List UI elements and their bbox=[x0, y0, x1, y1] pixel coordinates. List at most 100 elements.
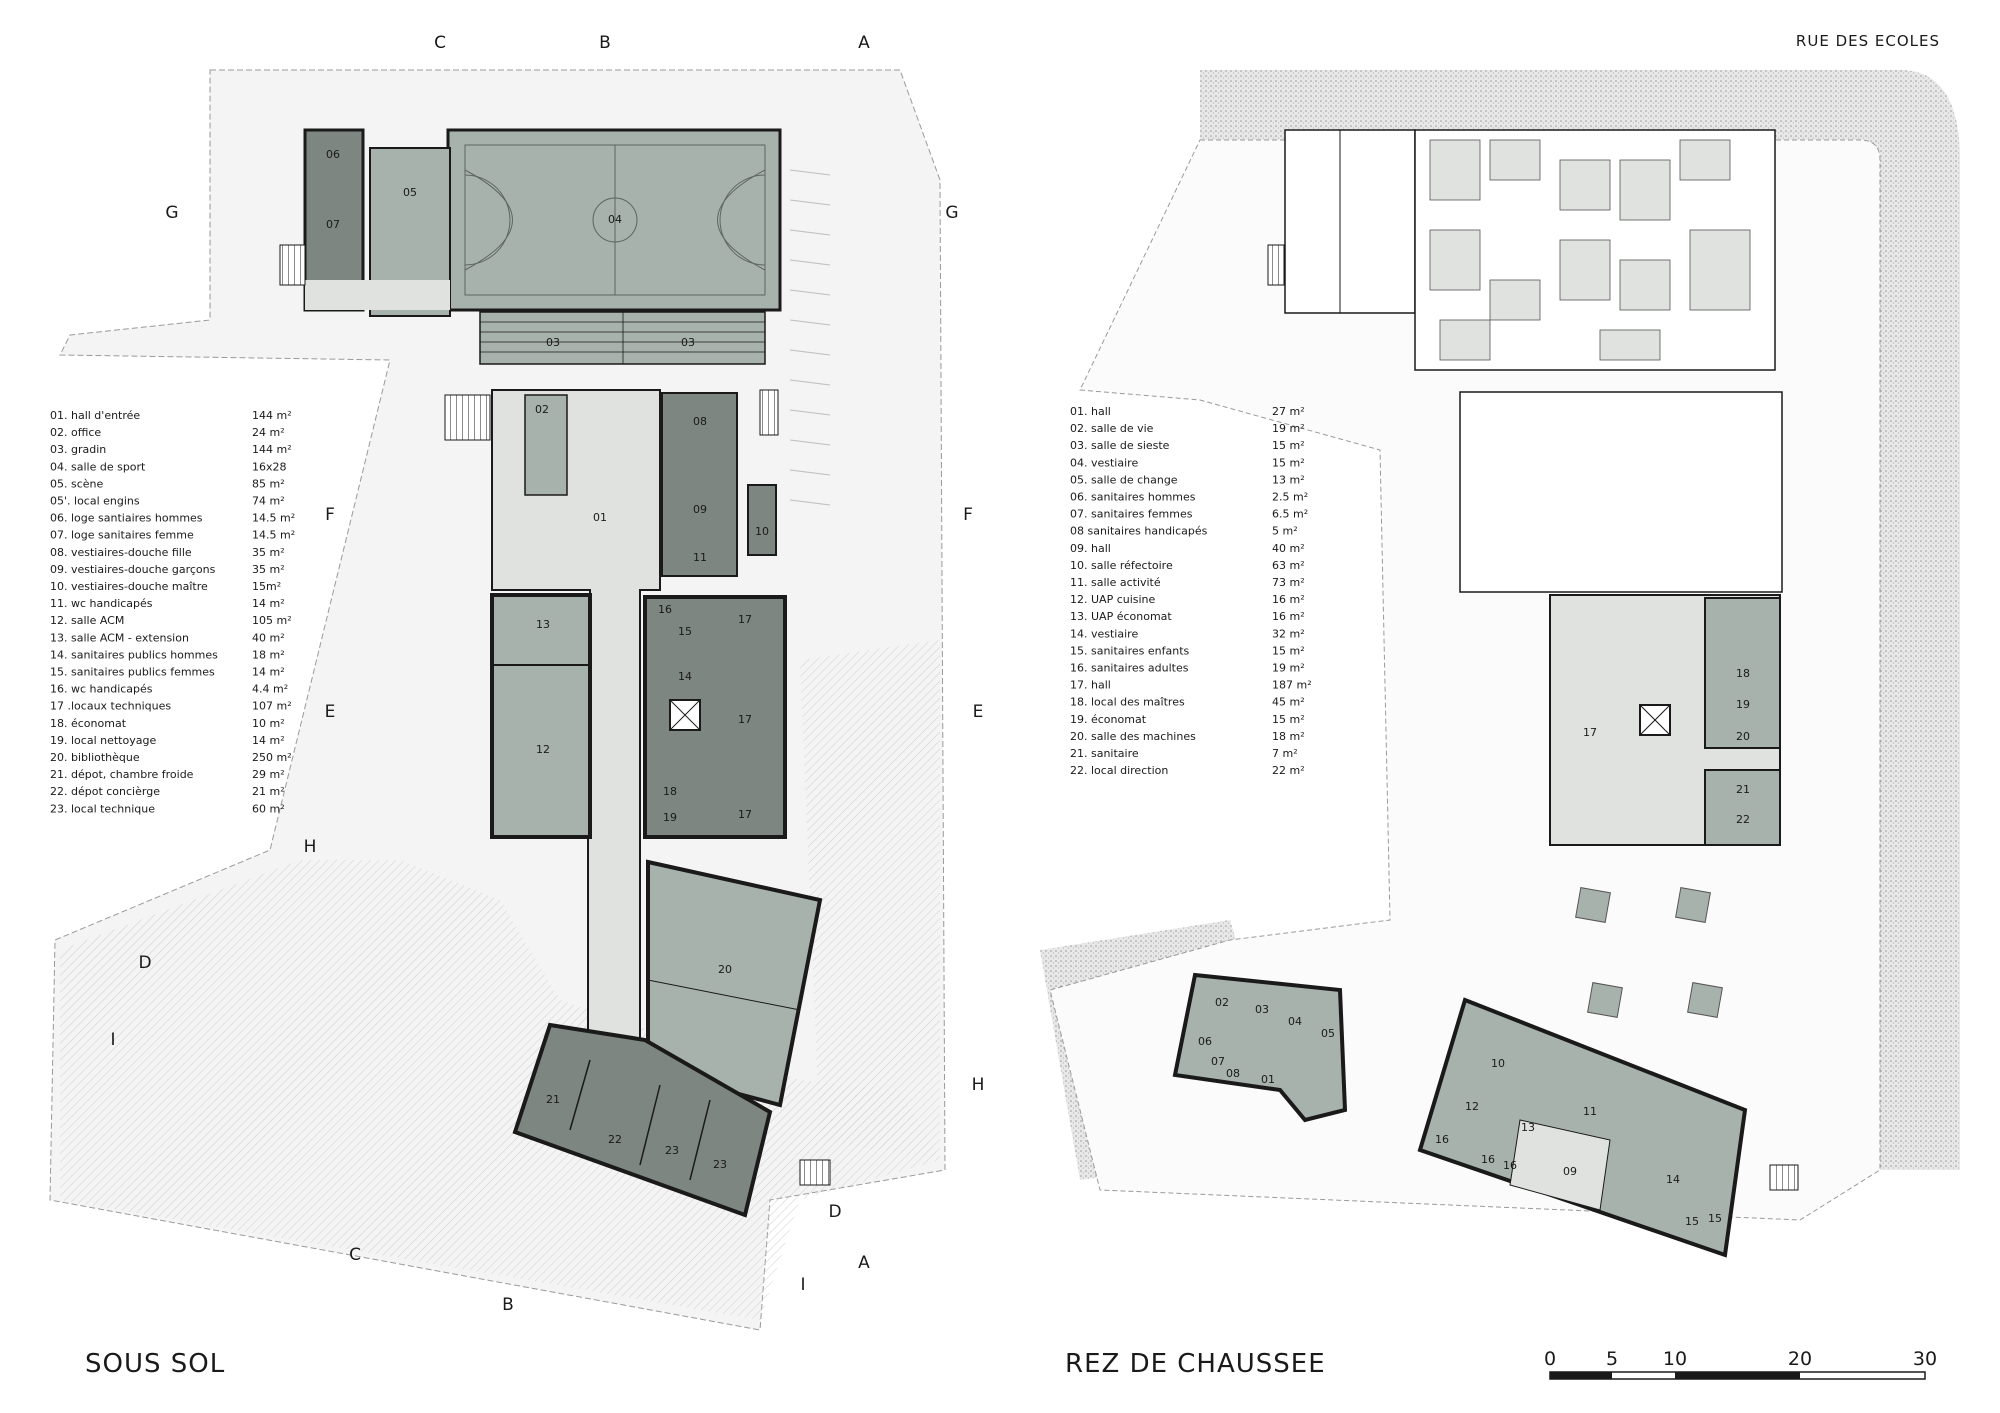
legend-area-sous-sol-14: 18 m² bbox=[252, 648, 285, 661]
room-02-office bbox=[524, 394, 568, 496]
legend-area-sous-sol-13: 40 m² bbox=[252, 631, 285, 644]
legend-item-rez-de-chaussee-11: 12. UAP cuisine bbox=[1070, 593, 1156, 606]
legend-area-rez-de-chaussee-19: 18 m² bbox=[1272, 730, 1305, 743]
tier-lines bbox=[480, 312, 765, 364]
plan-sous-sol bbox=[49, 69, 946, 1331]
room-number-sous-sol-19: 18 bbox=[663, 785, 677, 798]
gravel-border bbox=[1200, 70, 1960, 1170]
legend-item-sous-sol-2: 03. gradin bbox=[50, 443, 106, 456]
circulation-top bbox=[305, 280, 450, 310]
section-mark-g-4: G bbox=[945, 203, 958, 223]
room-20-library bbox=[646, 859, 823, 1108]
legend-item-rez-de-chaussee-12: 13. UAP économat bbox=[1070, 610, 1172, 623]
room-number-sous-sol-12: 13 bbox=[536, 618, 550, 631]
legend-area-rez-de-chaussee-21: 22 m² bbox=[1272, 764, 1305, 777]
legend-area-sous-sol-15: 14 m² bbox=[252, 666, 285, 679]
legend-area-sous-sol-6: 14.5 m² bbox=[252, 512, 295, 525]
room-number-sous-sol-6: 02 bbox=[535, 403, 549, 416]
legend-area-sous-sol-7: 14.5 m² bbox=[252, 529, 295, 542]
room-number-rez-de-chaussee-4: 21 bbox=[1736, 783, 1750, 796]
room-number-rez-de-chaussee-10: 06 bbox=[1198, 1035, 1212, 1048]
legend-item-sous-sol-8: 08. vestiaires-douche fille bbox=[50, 546, 192, 559]
rooms-12-13-block bbox=[490, 593, 592, 839]
outdoor-hatch-zone-right bbox=[800, 640, 940, 1160]
scale-label-2: 10 bbox=[1663, 1348, 1687, 1370]
legend-area-sous-sol-19: 14 m² bbox=[252, 734, 285, 747]
room-number-sous-sol-14: 15 bbox=[678, 625, 692, 638]
legend-area-sous-sol-3: 16x28 bbox=[252, 460, 287, 473]
room-number-sous-sol-3: 04 bbox=[608, 213, 622, 226]
legend-item-sous-sol-14: 14. sanitaires publics hommes bbox=[50, 648, 218, 661]
room-number-sous-sol-25: 23 bbox=[665, 1144, 679, 1157]
legend-area-sous-sol-17: 107 m² bbox=[252, 700, 292, 713]
scale-label-1: 5 bbox=[1606, 1348, 1618, 1370]
legend-item-sous-sol-17: 17 .locaux techniques bbox=[50, 700, 171, 713]
room-number-rez-de-chaussee-5: 22 bbox=[1736, 813, 1750, 826]
room-number-sous-sol-24: 22 bbox=[608, 1133, 622, 1146]
legend-item-sous-sol-13: 13. salle ACM - extension bbox=[50, 631, 189, 644]
section-mark-g-3: G bbox=[165, 203, 178, 223]
legend-area-rez-de-chaussee-14: 15 m² bbox=[1272, 644, 1305, 657]
legend-item-sous-sol-0: 01. hall d'entrée bbox=[50, 409, 140, 422]
room-number-rez-de-chaussee-18: 16 bbox=[1435, 1133, 1449, 1146]
room-number-sous-sol-22: 20 bbox=[718, 963, 732, 976]
legend-item-sous-sol-11: 11. wc handicapés bbox=[50, 597, 153, 610]
section-mark-c-0: C bbox=[434, 33, 446, 53]
section-mark-a-2: A bbox=[858, 33, 870, 53]
legend-item-sous-sol-6: 06. loge santiaires hommes bbox=[50, 512, 203, 525]
rooms-08-11-block bbox=[661, 392, 738, 577]
legend-item-rez-de-chaussee-16: 17. hall bbox=[1070, 679, 1111, 692]
stair-east bbox=[759, 389, 779, 436]
section-mark-f-5: F bbox=[325, 505, 335, 525]
room-number-rez-de-chaussee-20: 16 bbox=[1503, 1159, 1517, 1172]
room-number-sous-sol-16: 14 bbox=[678, 670, 692, 683]
legend-area-rez-de-chaussee-20: 7 m² bbox=[1272, 747, 1298, 760]
section-mark-h-9: H bbox=[304, 837, 317, 857]
legend-item-sous-sol-9: 09. vestiaires-douche garçons bbox=[50, 563, 216, 576]
room-number-sous-sol-17: 12 bbox=[536, 743, 550, 756]
room-number-sous-sol-21: 17 bbox=[738, 808, 752, 821]
legend-item-rez-de-chaussee-5: 06. sanitaires hommes bbox=[1070, 491, 1196, 504]
section-mark-b-16: B bbox=[502, 1295, 514, 1315]
room-number-rez-de-chaussee-17: 11 bbox=[1583, 1105, 1597, 1118]
room-number-sous-sol-18: 17 bbox=[738, 713, 752, 726]
scale-label-4: 30 bbox=[1913, 1348, 1937, 1370]
room-number-sous-sol-11: 11 bbox=[693, 551, 707, 564]
section-mark-e-7: E bbox=[325, 702, 336, 722]
legend-area-rez-de-chaussee-8: 40 m² bbox=[1272, 542, 1305, 555]
room-number-sous-sol-9: 09 bbox=[693, 503, 707, 516]
legend-item-rez-de-chaussee-0: 01. hall bbox=[1070, 405, 1111, 418]
room-number-rez-de-chaussee-16: 13 bbox=[1521, 1121, 1535, 1134]
legend-item-rez-de-chaussee-21: 22. local direction bbox=[1070, 764, 1168, 777]
room-number-rez-de-chaussee-21: 09 bbox=[1563, 1165, 1577, 1178]
legend-item-rez-de-chaussee-13: 14. vestiaire bbox=[1070, 627, 1138, 640]
room-number-rez-de-chaussee-2: 20 bbox=[1736, 730, 1750, 743]
legend-item-rez-de-chaussee-17: 18. local des maîtres bbox=[1070, 696, 1185, 709]
room-number-rez-de-chaussee-3: 17 bbox=[1583, 726, 1597, 739]
room-number-sous-sol-5: 03 bbox=[681, 336, 695, 349]
legend-area-rez-de-chaussee-6: 6.5 m² bbox=[1272, 508, 1308, 521]
legend-area-rez-de-chaussee-12: 16 m² bbox=[1272, 610, 1305, 623]
legend-area-sous-sol-2: 144 m² bbox=[252, 443, 292, 456]
room-number-rez-de-chaussee-9: 05 bbox=[1321, 1027, 1335, 1040]
legend-item-sous-sol-16: 16. wc handicapés bbox=[50, 683, 153, 696]
legend-item-rez-de-chaussee-1: 02. salle de vie bbox=[1070, 422, 1154, 435]
room-number-sous-sol-2: 05 bbox=[403, 186, 417, 199]
legend-area-rez-de-chaussee-13: 32 m² bbox=[1272, 627, 1305, 640]
room-number-sous-sol-26: 23 bbox=[713, 1158, 727, 1171]
legend-item-sous-sol-18: 18. économat bbox=[50, 717, 127, 730]
room-03-tiers bbox=[479, 311, 766, 365]
legend-item-rez-de-chaussee-18: 19. économat bbox=[1070, 713, 1147, 726]
legend-area-rez-de-chaussee-10: 73 m² bbox=[1272, 576, 1305, 589]
legend-area-rez-de-chaussee-0: 27 m² bbox=[1272, 405, 1305, 418]
legend-item-rez-de-chaussee-7: 08 sanitaires handicapés bbox=[1070, 525, 1208, 538]
legend-item-sous-sol-21: 21. dépot, chambre froide bbox=[50, 768, 194, 781]
legend-item-rez-de-chaussee-9: 10. salle réfectoire bbox=[1070, 559, 1173, 572]
legend-area-sous-sol-4: 85 m² bbox=[252, 477, 285, 490]
courtyard-skylights bbox=[1575, 887, 1723, 1018]
legend-area-rez-de-chaussee-5: 2.5 m² bbox=[1272, 491, 1308, 504]
room-number-rez-de-chaussee-1: 19 bbox=[1736, 698, 1750, 711]
stair-rdc-gym bbox=[1267, 244, 1285, 286]
